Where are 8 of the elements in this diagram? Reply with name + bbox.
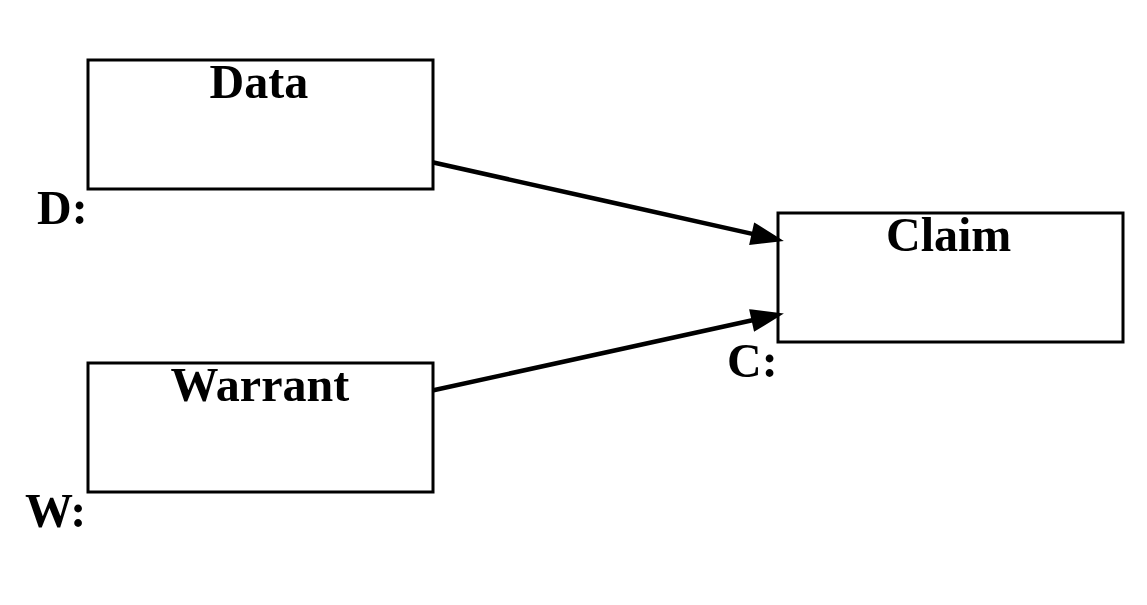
node-label: C: (726, 333, 778, 387)
node-label: D: (36, 180, 88, 234)
arrow (432, 308, 784, 392)
node-label: W: (24, 483, 86, 537)
arrow (432, 159, 784, 245)
node-box: Warrant (86, 361, 434, 493)
node-box: Claim (776, 211, 1124, 343)
node-box: Data (86, 58, 434, 190)
